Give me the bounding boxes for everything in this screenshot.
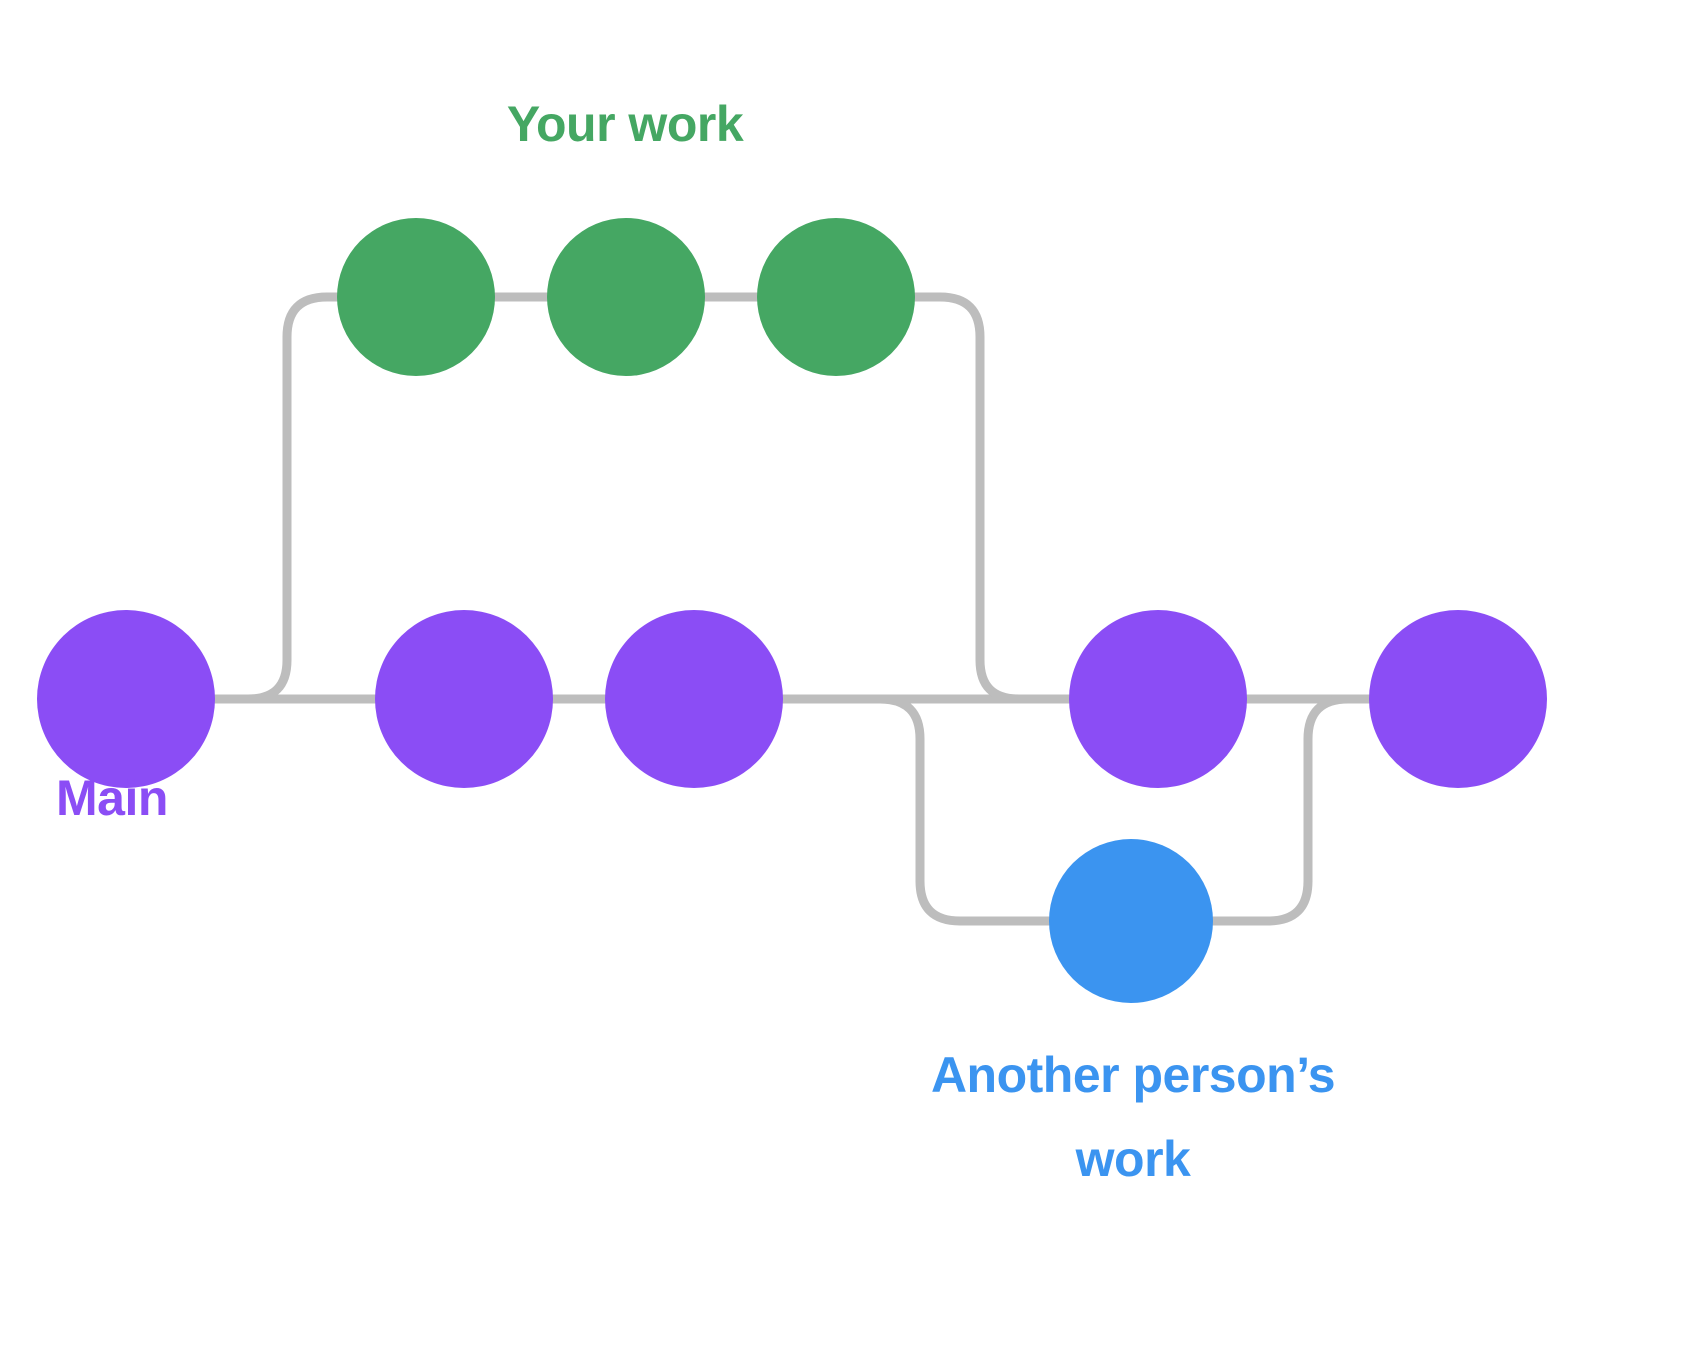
branch-label-another-person-line2: work: [1075, 1131, 1191, 1187]
connector-branch-out-another-person: [875, 694, 1054, 926]
commit-node-main-5[interactable]: [1369, 610, 1547, 788]
commit-node-main-2[interactable]: [375, 610, 553, 788]
commit-node-another-person-1[interactable]: [1049, 839, 1213, 1003]
commit-node-your-work-2[interactable]: [547, 218, 705, 376]
commit-node-layer: [37, 218, 1547, 1003]
connector-layer: [200, 292, 1384, 926]
branch-label-layer: Your work Main Another person’s work: [56, 96, 1336, 1187]
branch-label-your-work: Your work: [507, 96, 744, 152]
commit-node-main-4[interactable]: [1069, 610, 1247, 788]
commit-node-your-work-1[interactable]: [337, 218, 495, 376]
connector-merge-another-person-into-main: [1208, 694, 1384, 926]
commit-node-your-work-3[interactable]: [757, 218, 915, 376]
commit-node-main-1[interactable]: [37, 610, 215, 788]
connector-merge-your-work-into-main: [900, 292, 1084, 704]
commit-node-main-3[interactable]: [605, 610, 783, 788]
branch-label-main: Main: [56, 770, 168, 826]
branch-label-another-person-line1: Another person’s: [931, 1047, 1335, 1103]
connector-branch-out-your-work: [243, 292, 352, 704]
